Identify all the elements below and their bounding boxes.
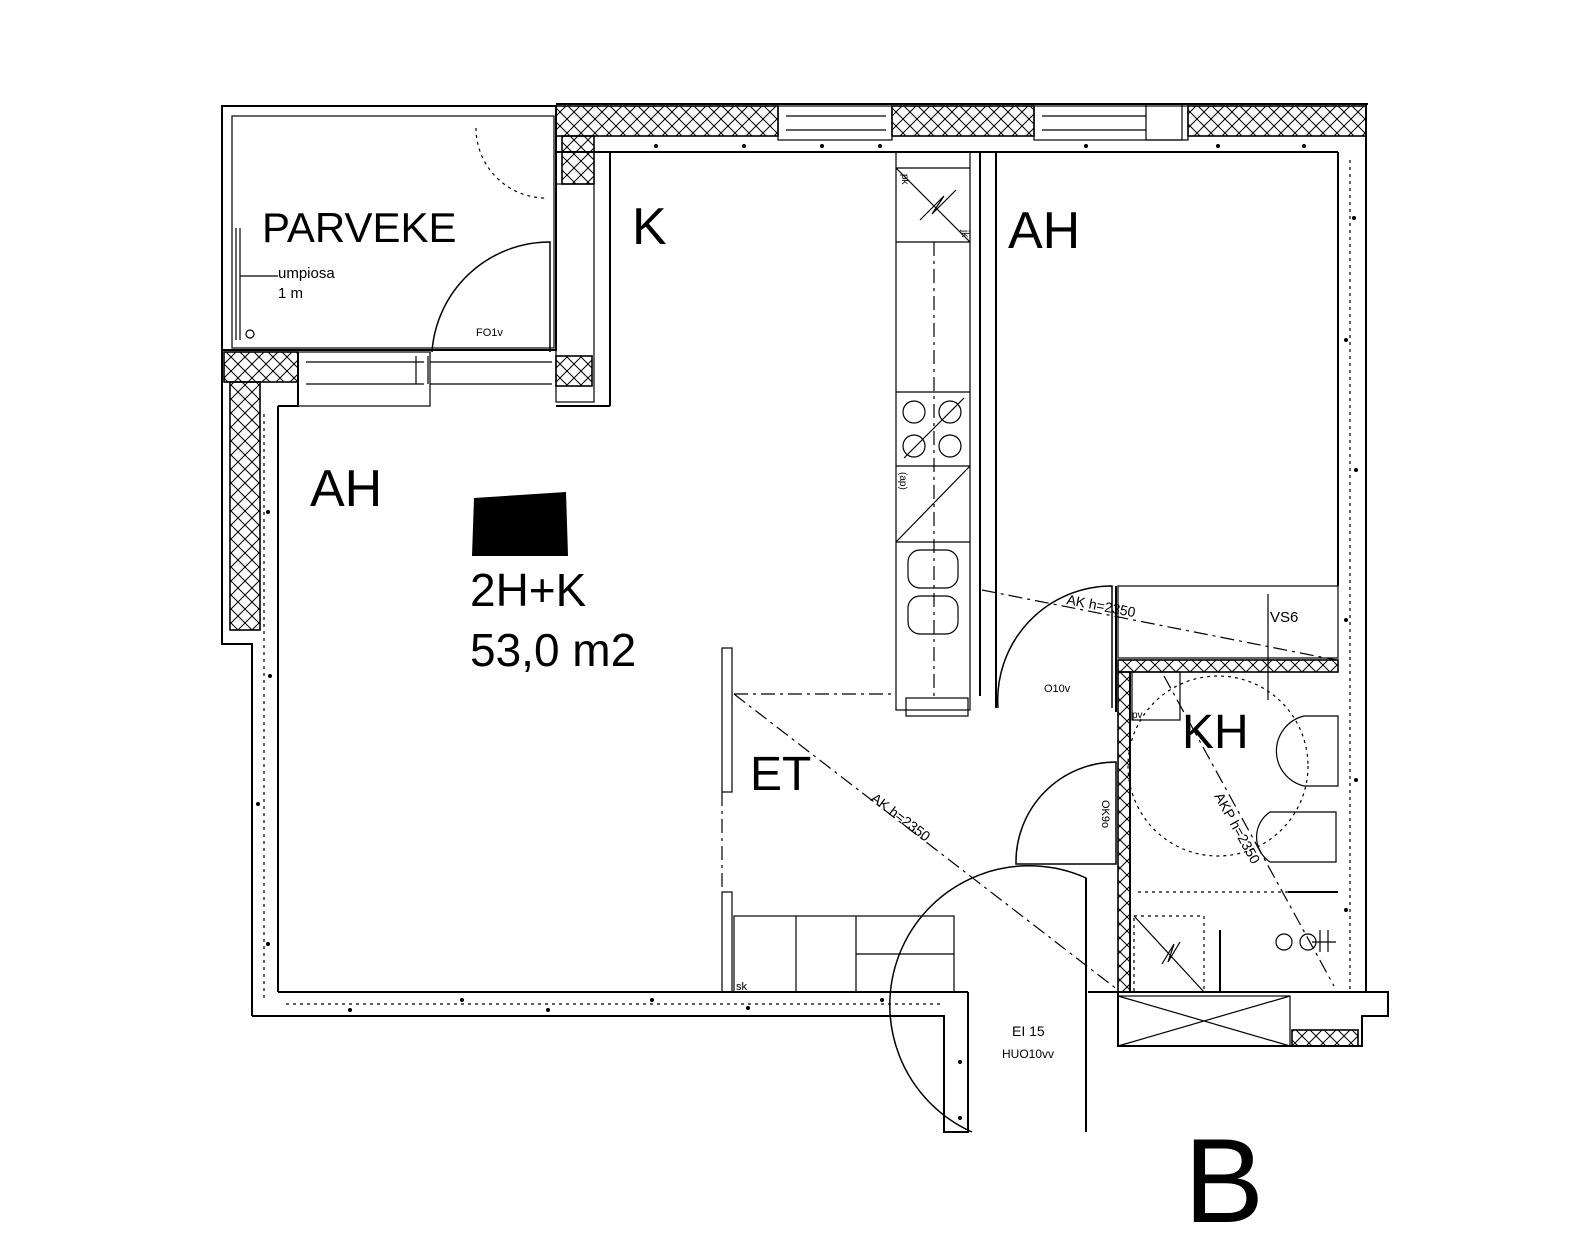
wall-grain (256, 144, 1358, 1120)
room-label-living: AH (310, 460, 382, 518)
closet-code-vs6: VS6 (1270, 609, 1298, 626)
room-label-entrance: ET (750, 748, 811, 801)
right-exterior-wall (1337, 152, 1367, 992)
skylight-label-akp: AKP h=2350 (1211, 790, 1263, 867)
skylight-label-top: AK h=2350 (1065, 591, 1137, 620)
apartment-area: 53,0 m2 (470, 624, 636, 676)
pk-label: pk (899, 174, 910, 186)
bathroom-door-code: OK9o (1099, 800, 1111, 828)
left-exterior-wall (221, 152, 611, 1016)
room-label-bathroom: KH (1182, 706, 1249, 759)
skylight-label-middle: AK h=2350 (868, 790, 933, 845)
ap-label: (ap) (897, 472, 908, 490)
apartment-type: 2H+K (470, 564, 587, 616)
umpiosa-label: umpiosa (278, 265, 335, 282)
jk-label: jk (959, 229, 970, 238)
block-letter: B (1184, 1114, 1264, 1242)
kitchen-counter (895, 151, 997, 717)
doors (431, 241, 1117, 1133)
bathroom-block (1115, 585, 1339, 993)
room-label-kitchen: K (632, 198, 667, 256)
room-label-parveke: PARVEKE (262, 204, 457, 251)
top-exterior-wall (555, 103, 1368, 185)
entry-door-code: HUO10vv (1002, 1047, 1054, 1061)
balcony-door-code: FO1v (476, 327, 503, 339)
sk-label: sk (736, 981, 748, 993)
pv-label: pv (1132, 710, 1143, 721)
umpiosa-size-label: 1 m (278, 285, 303, 302)
bottom-exterior-wall (252, 991, 1389, 1133)
redaction-mark (472, 492, 568, 556)
entry-door-rating: EI 15 (1012, 1023, 1045, 1039)
entrance-hall (721, 647, 955, 993)
skylight-lines (733, 589, 1337, 991)
room-label-bedroom: AH (1008, 202, 1080, 260)
bedroom-door-code: O10v (1044, 683, 1071, 695)
